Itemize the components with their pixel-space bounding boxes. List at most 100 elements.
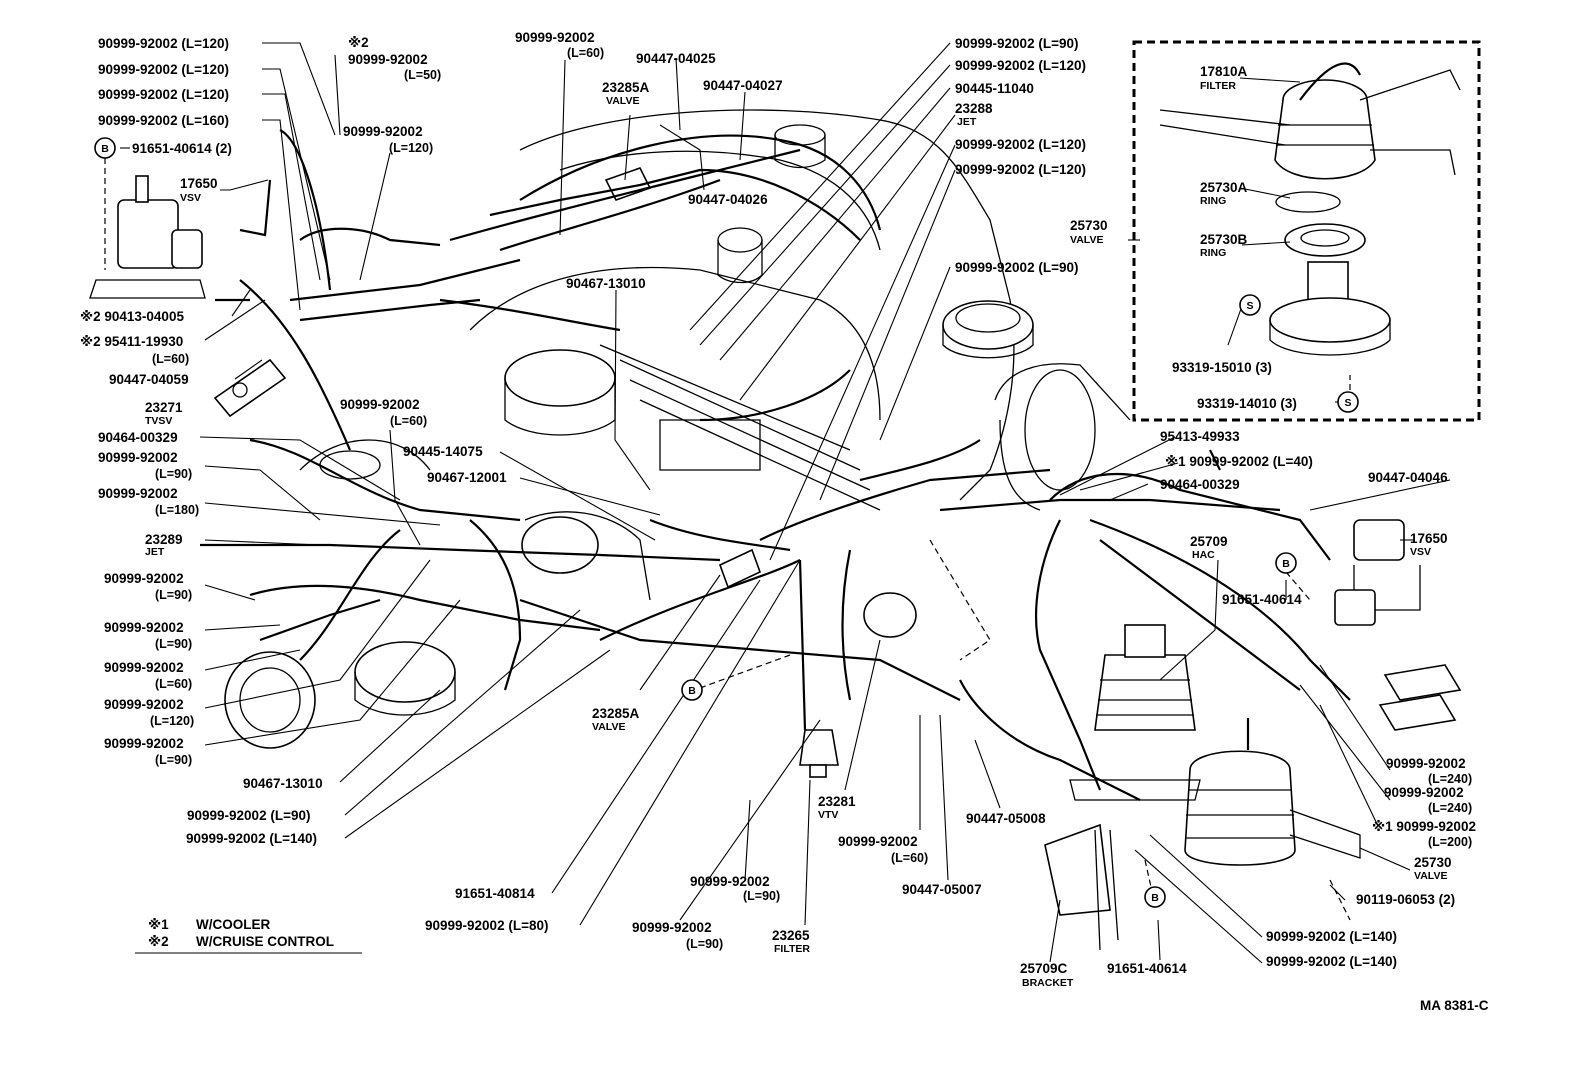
- mark-b-4: B: [1144, 886, 1166, 908]
- legend-mark-1: ※1: [148, 917, 169, 932]
- label-54b: VALVE: [1070, 234, 1103, 246]
- label-65: 90999-92002: [1386, 756, 1466, 771]
- label-29: 23285A: [602, 80, 650, 95]
- label-65b: (L=240): [1428, 772, 1472, 786]
- svg-text:B: B: [1151, 892, 1159, 904]
- label-40b: FILTER: [774, 943, 810, 955]
- label-39: 90999-92002: [632, 920, 712, 935]
- label-71: 90999-92002 (L=140): [1266, 954, 1397, 969]
- svg-text:B: B: [1282, 558, 1290, 570]
- label-26: 90999-92002 (L=140): [186, 831, 317, 846]
- label-72: 91651-40614: [1107, 961, 1187, 976]
- label-17b: (L=180): [155, 503, 199, 517]
- svg-text:S: S: [1246, 300, 1253, 312]
- svg-text:S: S: [1344, 397, 1351, 409]
- mark-b-2: B: [1275, 552, 1297, 574]
- mark-s-1: S: [1239, 294, 1261, 316]
- label-9: 17650: [180, 176, 218, 191]
- label-52b: FILTER: [1200, 80, 1236, 92]
- svg-text:B: B: [101, 143, 109, 155]
- label-7b: (L=120): [389, 141, 433, 155]
- label-7: 90999-92002: [343, 124, 423, 139]
- label-51: 90999-92002 (L=90): [955, 260, 1078, 275]
- label-30: 90447-04027: [703, 78, 783, 93]
- legend-text-2: W/CRUISE CONTROL: [196, 934, 334, 949]
- label-73b: BRACKET: [1022, 977, 1074, 989]
- label-46: 90999-92002 (L=120): [955, 58, 1086, 73]
- label-27: 90999-92002: [515, 30, 595, 45]
- label-21b: (L=60): [155, 677, 192, 691]
- svg-text:B: B: [688, 685, 696, 697]
- label-19b: (L=90): [155, 588, 192, 602]
- label-54: 25730: [1070, 218, 1108, 233]
- label-17: 90999-92002: [98, 486, 178, 501]
- label-33: 90445-14075: [403, 444, 483, 459]
- label-4: 90999-92002 (L=160): [98, 113, 229, 128]
- label-23b: (L=90): [155, 753, 192, 767]
- label-29b: VALVE: [606, 95, 639, 107]
- label-27b: (L=60): [567, 46, 604, 60]
- label-40: 23265: [772, 928, 810, 943]
- diagram-code: MA 8381-C: [1420, 998, 1489, 1013]
- label-5: ※2: [348, 35, 369, 50]
- label-67b: (L=200): [1428, 835, 1472, 849]
- label-41: 23281: [818, 794, 856, 809]
- label-61: 90447-04046: [1368, 470, 1448, 485]
- label-36: 91651-40814: [455, 886, 535, 901]
- label-20: 90999-92002: [104, 620, 184, 635]
- label-3: 90999-92002 (L=120): [98, 87, 229, 102]
- label-70: 90999-92002 (L=140): [1266, 929, 1397, 944]
- label-58: 95413-49933: [1160, 429, 1240, 444]
- label-60: 90464-00329: [1160, 477, 1240, 492]
- label-55b: RING: [1200, 247, 1226, 259]
- label-37: 90999-92002 (L=80): [425, 918, 548, 933]
- label-15: 90464-00329: [98, 430, 178, 445]
- label-18b: JET: [145, 546, 165, 558]
- label-35: 23285A: [592, 706, 640, 721]
- label-53: 25730A: [1200, 180, 1248, 195]
- mark-b-3: B: [681, 679, 703, 701]
- callout-marks: B B B B S S: [94, 137, 1359, 908]
- label-14: 90999-92002: [340, 397, 420, 412]
- label-22b: (L=120): [150, 714, 194, 728]
- label-31: 90447-04026: [688, 192, 768, 207]
- label-11: ※2 95411-19930: [80, 334, 183, 349]
- label-42b: (L=60): [891, 851, 928, 865]
- label-52: 17810A: [1200, 64, 1248, 79]
- label-44: 90447-05008: [966, 811, 1046, 826]
- label-69: 90119-06053 (2): [1356, 892, 1455, 907]
- label-66: 90999-92002: [1384, 785, 1464, 800]
- label-50: 90999-92002 (L=120): [955, 162, 1086, 177]
- label-9b: VSV: [180, 192, 201, 204]
- label-45: 90999-92002 (L=90): [955, 36, 1078, 51]
- mark-b-1: B: [94, 137, 116, 159]
- label-63: 17650: [1410, 531, 1448, 546]
- label-62: 25709: [1190, 534, 1228, 549]
- label-53b: RING: [1200, 195, 1226, 207]
- label-68: 25730: [1414, 855, 1452, 870]
- label-13: 23271: [145, 400, 183, 415]
- label-10: ※2 90413-04005: [80, 309, 184, 324]
- label-28: 90447-04025: [636, 51, 716, 66]
- leader-lines: [120, 42, 1451, 964]
- label-11b: (L=60): [152, 352, 189, 366]
- legend-mark-2: ※2: [148, 934, 169, 949]
- label-49: 90999-92002 (L=120): [955, 137, 1086, 152]
- label-23: 90999-92002: [104, 736, 184, 751]
- label-14b: (L=60): [390, 414, 427, 428]
- label-47: 90445-11040: [955, 81, 1034, 96]
- label-64: 91651-40614: [1222, 592, 1302, 607]
- label-20b: (L=90): [155, 637, 192, 651]
- legend-text-1: W/COOLER: [196, 917, 270, 932]
- label-8: 91651-40614 (2): [132, 141, 232, 156]
- hose-routing: [200, 62, 1361, 801]
- label-19: 90999-92002: [104, 571, 184, 586]
- label-48: 23288: [955, 101, 993, 116]
- label-34: 90467-12001: [427, 470, 507, 485]
- label-6: 90999-92002: [348, 52, 428, 67]
- label-38b: (L=90): [743, 889, 780, 903]
- label-63b: VSV: [1410, 546, 1431, 558]
- label-12: 90447-04059: [109, 372, 189, 387]
- label-22: 90999-92002: [104, 697, 184, 712]
- label-43: 90447-05007: [902, 882, 982, 897]
